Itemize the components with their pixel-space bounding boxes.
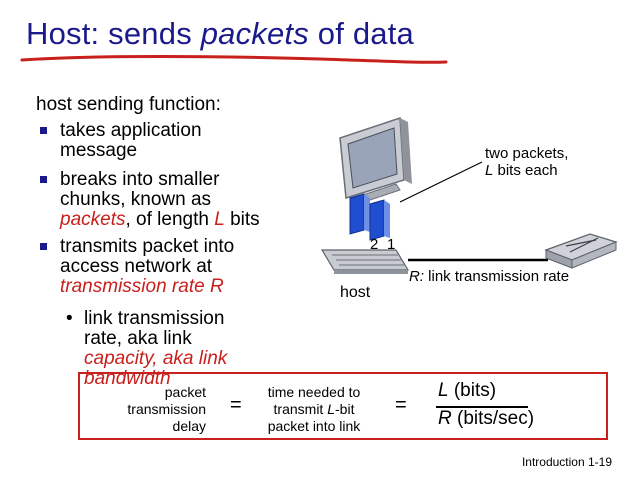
bit-text: -bit [335, 401, 355, 417]
formula-left-line-1: packet [164, 384, 206, 400]
bits-each-text: bits each [493, 162, 558, 179]
bullet-1-line-1: takes application [60, 120, 202, 141]
page-title: Host: sends packets of data [26, 16, 414, 52]
label-pointer [399, 161, 483, 203]
formula-left-line-2: transmission [127, 401, 206, 417]
bullet-marker-1 [40, 127, 47, 134]
l-variable: L [485, 162, 494, 179]
den-r: R [438, 408, 452, 429]
fraction-numerator: L (bits) [438, 380, 496, 402]
two-packets-label: two packets, L bits each [485, 145, 568, 179]
bullet-1: takes application message [60, 121, 202, 161]
title-text-2: packets [200, 16, 309, 51]
formula-mid-line-2: transmit L-bit [254, 401, 374, 418]
title-text-1: Host: sends [26, 16, 201, 51]
bullet-2: breaks into smaller chunks, known as pac… [60, 170, 260, 230]
bullet-3-line-1: transmits packet into [60, 236, 235, 257]
two-packets-line-1: two packets, [485, 145, 569, 162]
bullet-2-line-2: chunks, known as [60, 189, 212, 210]
bullet-marker-2 [40, 176, 47, 183]
formula-mid-line-1: time needed to [267, 384, 361, 400]
intro-text: host sending function: [36, 94, 221, 115]
bullet-marker-3 [40, 243, 47, 250]
packets-term: packets [60, 209, 126, 230]
title-text-3: of data [308, 16, 414, 51]
packet-icon-1 [369, 199, 390, 241]
keyboard-icon [320, 249, 410, 274]
formula-left: packet transmission delay [100, 384, 206, 435]
fraction-denominator: R (bits/sec) [438, 408, 534, 430]
num-bits: (bits) [448, 380, 497, 401]
equals-sign-2: = [395, 394, 407, 416]
title-underline [20, 55, 448, 64]
network-diagram [320, 116, 618, 274]
den-bits-sec: (bits/sec) [451, 408, 535, 429]
formula-left-line-3: delay [172, 418, 206, 434]
r-variable: R: [409, 268, 424, 285]
bullet-2-line-3: packets, of length L bits [60, 210, 260, 230]
two-packets-line-2: L bits each [485, 162, 568, 179]
bullet-2-line-1: breaks into smaller [60, 169, 220, 190]
bullet-3: transmits packet into access network at … [60, 237, 234, 297]
slide-footer: Introduction 1-19 [521, 455, 612, 469]
packet-number-2: 2 [370, 236, 379, 253]
monitor-icon [339, 116, 412, 203]
bullet-2-bits: bits [224, 209, 260, 230]
bullet-1-line-2: message [60, 140, 138, 161]
transmit-text: transmit [273, 401, 328, 417]
sub-bullet-line-3: capacity, aka link [84, 348, 228, 369]
equals-sign-1: = [230, 394, 242, 416]
host-label: host [340, 284, 371, 301]
bullet-3-line-2: access network at [60, 256, 213, 277]
l-var: L [327, 401, 336, 417]
sub-bullet-line-1: link transmission [84, 308, 225, 329]
link-rate-text: link transmission rate [424, 268, 570, 285]
fraction-bar [436, 406, 528, 408]
length-variable: L [214, 209, 225, 230]
num-l: L [438, 380, 449, 401]
switch-icon [544, 233, 618, 269]
sub-bullet-marker: • [66, 308, 73, 329]
bullet-2-text: , of length [125, 209, 215, 230]
packet-number-1: 1 [387, 236, 396, 253]
formula-middle: time needed to transmit L-bit packet int… [254, 384, 374, 435]
formula-mid-line-3: packet into link [267, 418, 361, 434]
bullet-3-line-3: transmission rate R [60, 276, 224, 297]
formula-box [78, 372, 608, 440]
link-rate-label: R: link transmission rate [409, 268, 569, 285]
sub-bullet-line-2: rate, aka link [84, 328, 192, 349]
packet-icon-2 [349, 193, 370, 235]
